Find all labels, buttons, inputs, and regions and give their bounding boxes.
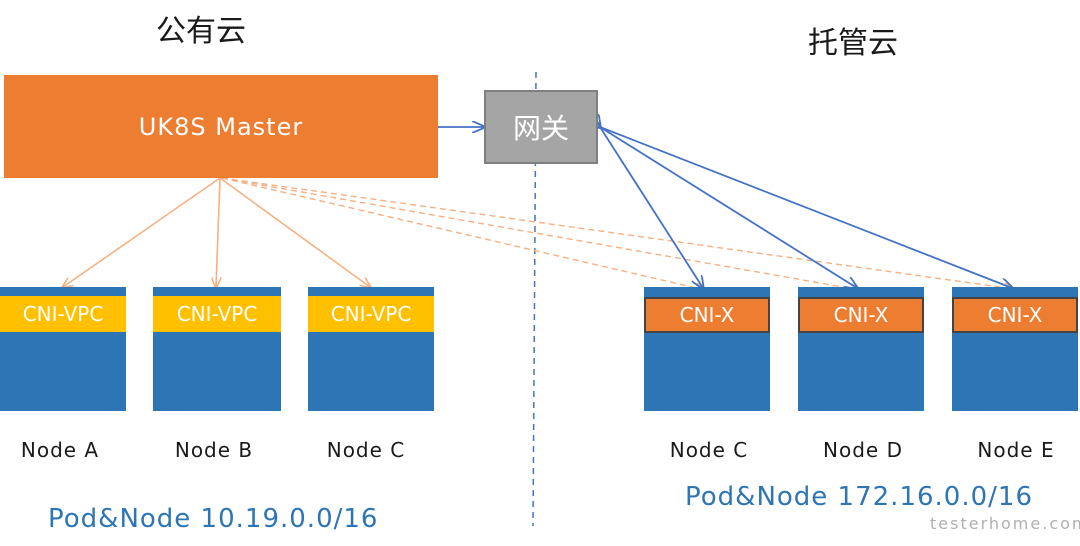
public-node-c: CNI-VPC [308,287,434,411]
public-cidr-label: Pod&Node 10.19.0.0/16 [48,504,379,534]
gateway-node-e-arrow [600,127,1012,288]
cni-x-badge: CNI-X [798,297,924,333]
master-to-node-c-public-arrow [219,177,370,287]
node-label: Node C [669,438,749,462]
cloud-divider-line [532,71,537,527]
uk8s-master-box: UK8S Master [4,75,438,178]
cni-label: CNI-X [833,303,889,327]
master-to-node-a-arrow [63,177,221,287]
master-to-node-b-arrow [216,177,220,287]
node-label: Node A [20,438,100,462]
node-label: Node E [977,438,1055,462]
node-label: Node B [174,438,254,462]
cni-label: CNI-VPC [176,302,258,326]
public-node-b: CNI-VPC [153,287,281,411]
hosted-cloud-title: 托管云 [808,26,898,61]
uk8s-master-label: UK8S Master [138,112,304,141]
hosted-node-e: CNI-X [952,287,1078,411]
cni-vpc-badge: CNI-VPC [0,296,126,332]
watermark: testerhome.com [930,514,1080,533]
cni-x-badge: CNI-X [644,297,770,333]
hosted-node-c: CNI-X [644,287,770,411]
master-to-node-d-dashed-arrow [221,177,860,290]
cni-label: CNI-X [987,303,1043,327]
hosted-node-d: CNI-X [798,287,924,411]
gateway-box: 网关 [484,90,598,164]
cni-label: CNI-X [679,303,735,327]
cni-label: CNI-VPC [330,302,412,326]
gateway-label: 网关 [512,112,569,145]
node-label: Node D [823,438,903,462]
gateway-node-d-arrow [600,127,857,288]
hosted-cidr-label: Pod&Node 172.16.0.0/16 [685,482,1033,512]
cni-vpc-badge: CNI-VPC [153,296,281,332]
public-cloud-title: 公有云 [156,14,246,49]
public-node-a: CNI-VPC [0,287,126,411]
gateway-node-c-hosted-arrow [600,127,703,288]
cni-x-badge: CNI-X [952,297,1078,333]
master-to-node-e-dashed-arrow [221,177,1014,289]
cni-vpc-badge: CNI-VPC [308,296,434,332]
node-label: Node C [326,438,406,462]
master-to-node-c-hosted-dashed-arrow [221,177,705,290]
cni-label: CNI-VPC [22,302,104,326]
